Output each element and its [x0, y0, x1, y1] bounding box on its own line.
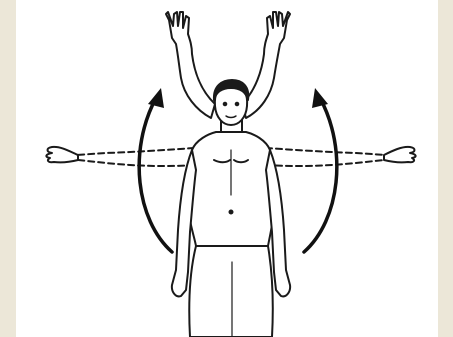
shorts: [189, 246, 273, 337]
raised-left-arm: [166, 12, 215, 118]
left-hand-horizontal: [46, 147, 78, 163]
illustration-panel: [16, 0, 438, 337]
torso: [188, 132, 274, 246]
shoulder-abduction-figure: [16, 0, 438, 337]
right-hand-horizontal: [384, 147, 416, 163]
left-arc-arrow: [139, 88, 172, 252]
horizontal-left-arm: [76, 148, 194, 166]
head: [214, 80, 248, 125]
horizontal-right-arm: [266, 148, 386, 166]
right-arc-arrow: [304, 88, 337, 252]
raised-right-arm: [242, 12, 290, 118]
